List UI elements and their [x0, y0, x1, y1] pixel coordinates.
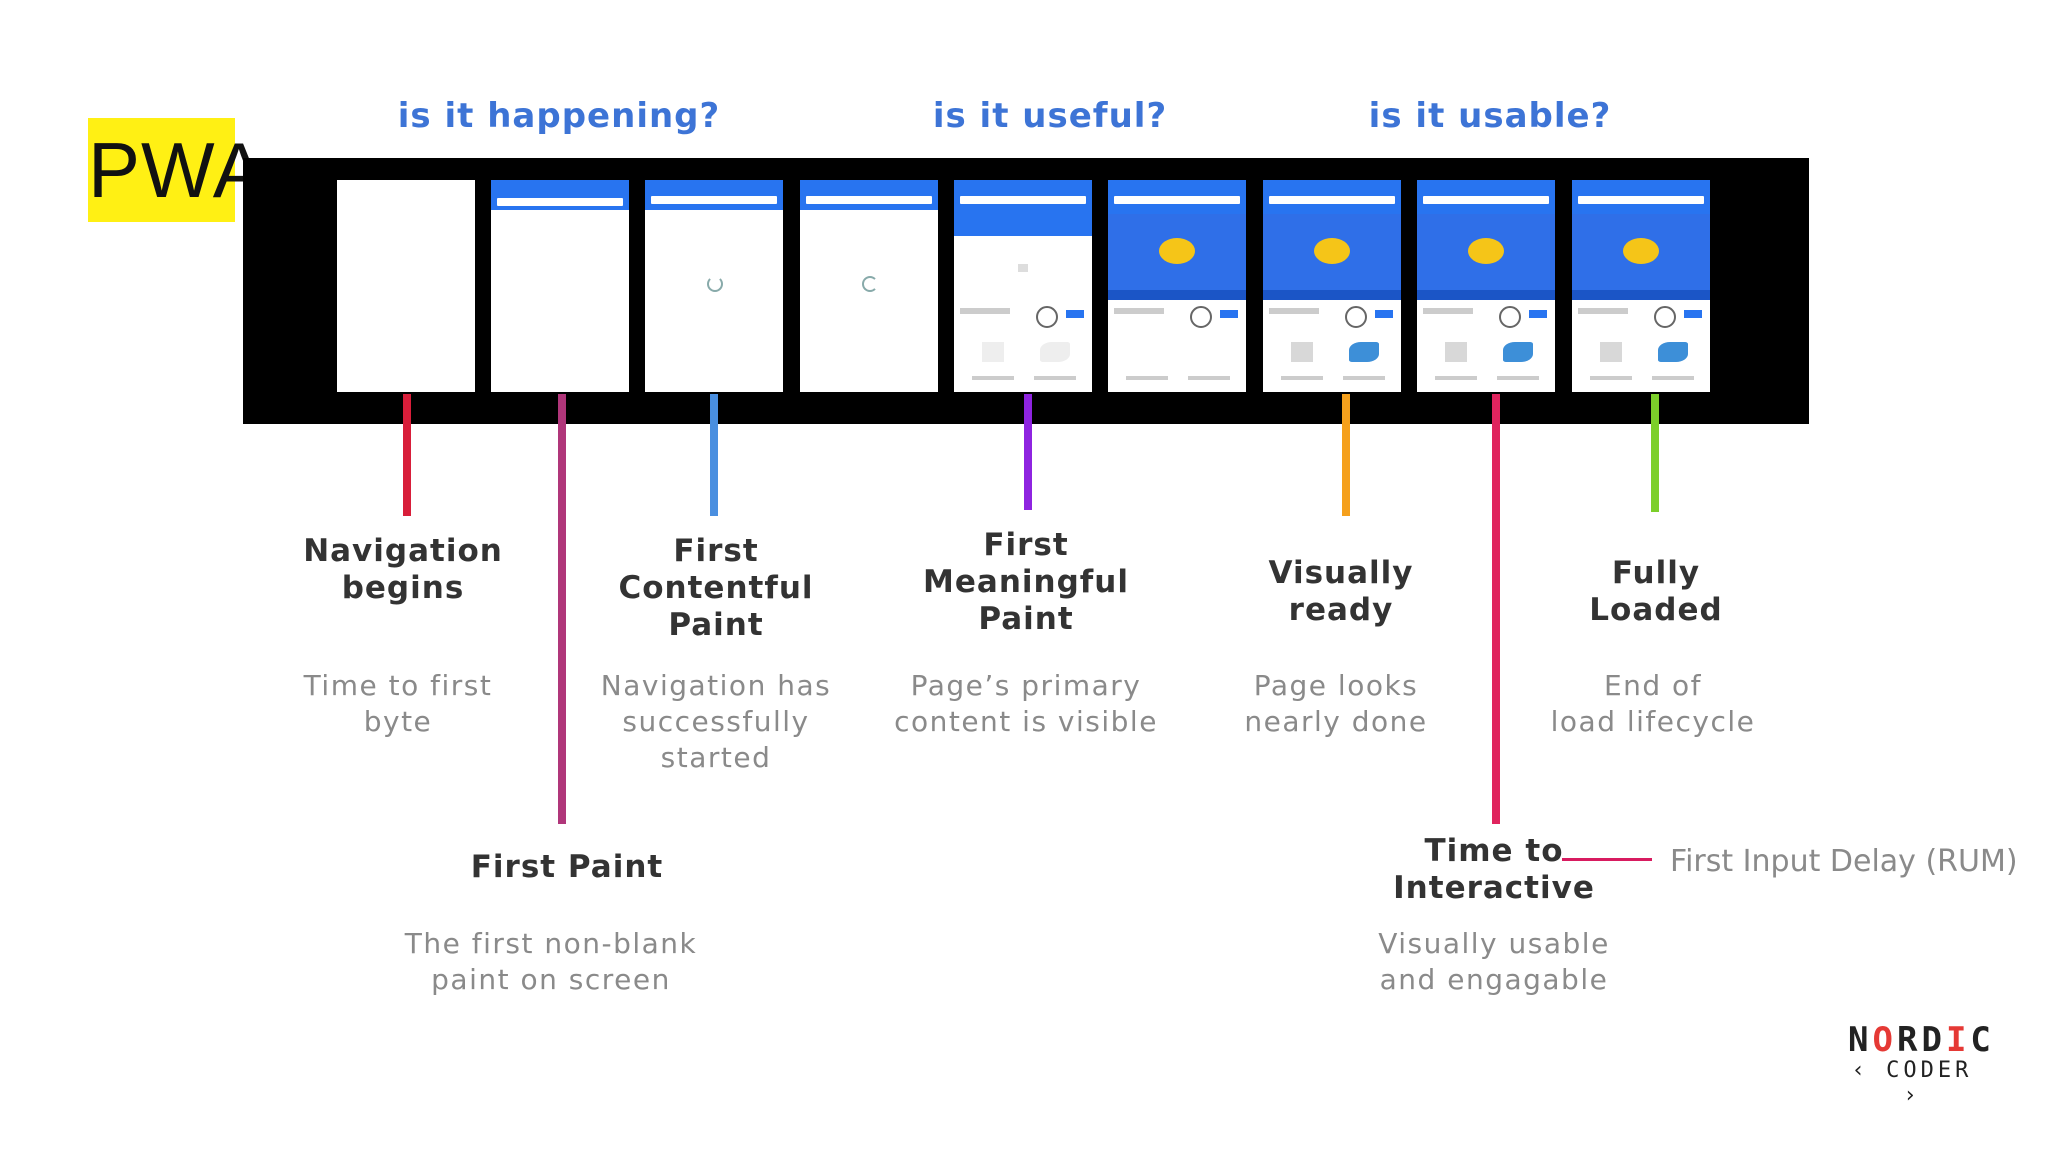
- marker-line-visually-ready: [1342, 394, 1350, 516]
- fid-connector-line: [1562, 858, 1652, 861]
- marker-line-fcp: [710, 394, 718, 516]
- clock-icon: [1345, 306, 1367, 328]
- loading-spinner-icon: [862, 276, 878, 292]
- sale-badge-icon: [1623, 238, 1659, 264]
- phase-label-happening: is it happening?: [397, 96, 721, 136]
- clock-icon: [1036, 306, 1058, 328]
- iron-product-icon: [1349, 342, 1379, 362]
- sale-badge-icon: [1314, 238, 1350, 264]
- clock-icon: [1654, 306, 1676, 328]
- marker-line-fully-loaded: [1651, 394, 1659, 512]
- charger-product-icon: [1445, 342, 1467, 362]
- milestone-title-first-paint: First Paint: [470, 849, 664, 885]
- filmstrip: [243, 158, 1809, 424]
- nordic-coder-logo: NORDIC ‹ CODER ›: [1848, 1020, 1995, 1108]
- charger-product-icon: [1291, 342, 1313, 362]
- marker-line-navigation: [403, 394, 411, 516]
- marker-line-tti: [1492, 394, 1500, 824]
- charger-product-icon: [1600, 342, 1622, 362]
- frame-5-fmp: [954, 180, 1092, 392]
- clock-icon: [1190, 306, 1212, 328]
- frame-8-tti: [1417, 180, 1555, 392]
- frame-6: [1108, 180, 1246, 392]
- frame-9-fully-loaded: [1572, 180, 1710, 392]
- frame-4: [800, 180, 938, 392]
- pwa-badge: PWA: [88, 118, 265, 222]
- phase-label-usable: is it usable?: [1368, 96, 1612, 136]
- marker-line-first-paint: [558, 394, 566, 824]
- frame-3-fcp: [645, 180, 783, 392]
- iron-product-icon: [1503, 342, 1533, 362]
- sale-badge-icon: [1468, 238, 1504, 264]
- clock-icon: [1499, 306, 1521, 328]
- first-input-delay-label: First Input Delay (RUM): [1670, 844, 2018, 879]
- frame-7-visually-ready: [1263, 180, 1401, 392]
- frame-1-blank: [337, 180, 475, 392]
- phase-label-useful: is it useful?: [932, 96, 1168, 136]
- frame-2-first-paint: [491, 180, 629, 392]
- marker-line-fmp: [1024, 394, 1032, 510]
- sale-badge-icon: [1159, 238, 1195, 264]
- iron-product-icon: [1658, 342, 1688, 362]
- loading-spinner-icon: [707, 276, 723, 292]
